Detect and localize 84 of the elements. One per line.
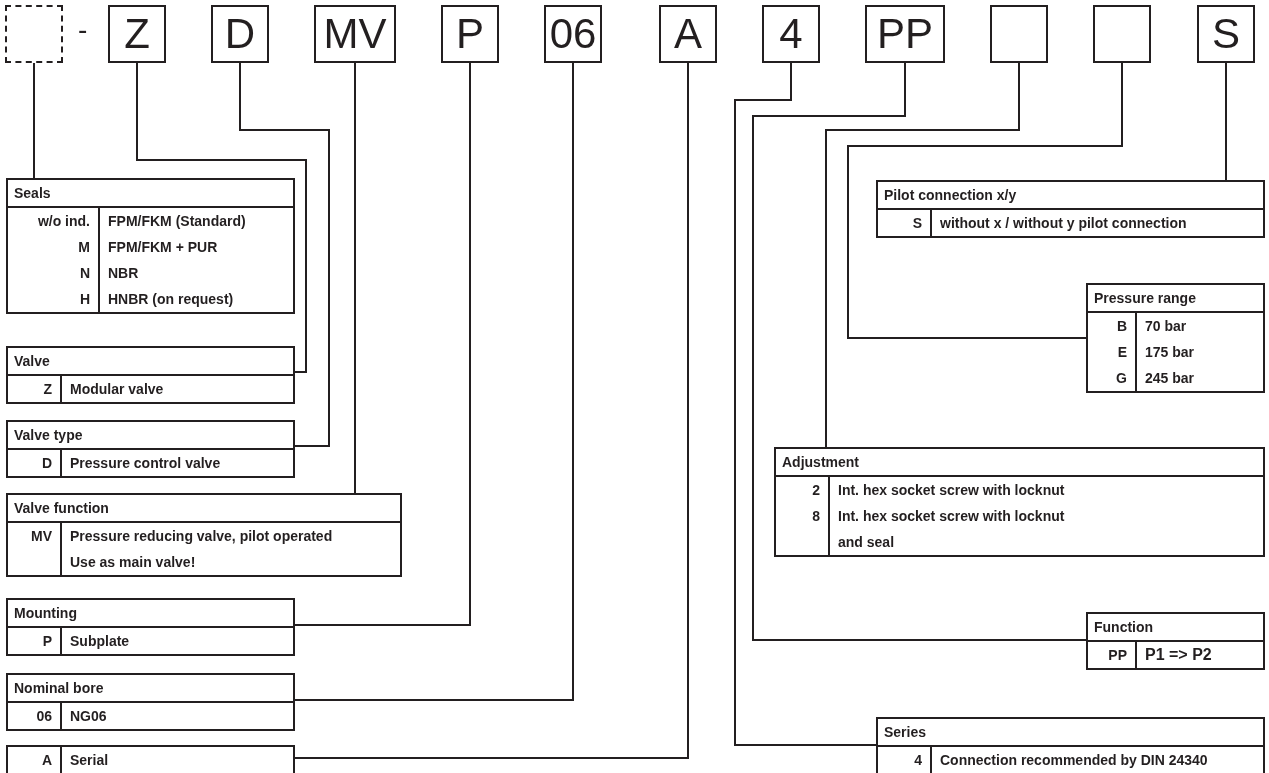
option-table	[6, 673, 295, 731]
option-table	[774, 447, 1265, 557]
option-description: Pressure reducing valve, pilot operated Use as main valve!	[69, 527, 334, 572]
table-heading: Valve type	[8, 422, 293, 450]
type-code-field: 4	[762, 5, 820, 63]
table-heading: Series	[878, 719, 1263, 747]
option-description: Connection recommended by DIN 24340	[939, 751, 1209, 770]
option-description: without x / without y pilot connection	[939, 214, 1188, 233]
option-code: A	[8, 747, 62, 773]
option-description: Int. hex socket screw with locknut and seal	[837, 507, 1066, 552]
type-code-field: D	[211, 5, 269, 63]
type-code-field: 06	[544, 5, 602, 63]
option-description: Int. hex socket screw with locknut	[837, 481, 1066, 500]
option-code: 06	[8, 703, 62, 729]
option-code: MV	[8, 523, 62, 575]
option-code: G	[1088, 365, 1137, 391]
option-description: Subplate	[69, 632, 131, 651]
option-description: NBR	[107, 264, 140, 283]
leader-line	[294, 62, 689, 759]
leader-line	[847, 62, 1123, 339]
option-table	[876, 717, 1265, 773]
option-code: H	[8, 286, 100, 312]
option-description: NG06	[69, 707, 108, 726]
leader-line	[825, 62, 1020, 448]
leader-line	[136, 62, 307, 373]
option-table	[6, 598, 295, 656]
option-table	[6, 493, 402, 577]
table-heading: Valve	[8, 348, 293, 376]
option-table	[6, 420, 295, 478]
code-field	[1093, 5, 1151, 63]
leader-line	[354, 62, 356, 494]
table-heading: Seals	[8, 180, 293, 208]
code-field	[990, 5, 1048, 63]
leader-line	[734, 62, 877, 746]
option-code: S	[878, 210, 932, 236]
type-code-field: MV	[314, 5, 396, 63]
option-table	[6, 745, 295, 773]
option-table	[1086, 283, 1265, 393]
option-code: Z	[8, 376, 62, 402]
option-code: PP	[1088, 642, 1137, 668]
option-code: M	[8, 234, 100, 260]
option-table	[6, 346, 295, 404]
table-heading: Pilot connection x/y	[878, 182, 1263, 210]
table-heading: Valve function	[8, 495, 400, 523]
type-code-field: A	[659, 5, 717, 63]
type-code-field: P	[441, 5, 499, 63]
leader-line	[1225, 62, 1227, 181]
leader-line	[752, 62, 1087, 641]
separator-dash: -	[78, 14, 88, 46]
option-code: 8	[776, 503, 830, 555]
option-description: Pressure control valve	[69, 454, 222, 473]
table-heading: Nominal bore	[8, 675, 293, 703]
option-description: FPM/FKM + PUR	[107, 238, 219, 257]
option-description: Serial	[69, 751, 110, 770]
option-table	[876, 180, 1265, 238]
option-description: 70 bar	[1144, 317, 1188, 336]
option-description: Modular valve	[69, 380, 165, 399]
type-code-field: PP	[865, 5, 945, 63]
leader-line	[294, 62, 574, 701]
leader-line	[33, 62, 35, 179]
option-code: N	[8, 260, 100, 286]
option-table	[1086, 612, 1265, 670]
option-description: P1 => P2	[1144, 645, 1213, 665]
option-description: 175 bar	[1144, 343, 1196, 362]
option-description: 245 bar	[1144, 369, 1196, 388]
table-heading: Adjustment	[776, 449, 1263, 477]
option-description: FPM/FKM (Standard)	[107, 212, 247, 231]
leader-line	[294, 62, 471, 626]
type-code-field: Z	[108, 5, 166, 63]
option-code: B	[1088, 313, 1137, 339]
type-code-field: S	[1197, 5, 1255, 63]
leader-line	[239, 62, 330, 447]
option-description: HNBR (on request)	[107, 290, 235, 309]
table-heading: Function	[1088, 614, 1263, 642]
option-code: E	[1088, 339, 1137, 365]
optional-code-field	[5, 5, 63, 63]
option-code: 2	[776, 477, 830, 503]
option-code: 4	[878, 747, 932, 773]
option-code: P	[8, 628, 62, 654]
option-code: w/o ind.	[8, 208, 100, 234]
option-code: D	[8, 450, 62, 476]
table-heading: Pressure range	[1088, 285, 1263, 313]
option-table	[6, 178, 295, 314]
table-heading: Mounting	[8, 600, 293, 628]
